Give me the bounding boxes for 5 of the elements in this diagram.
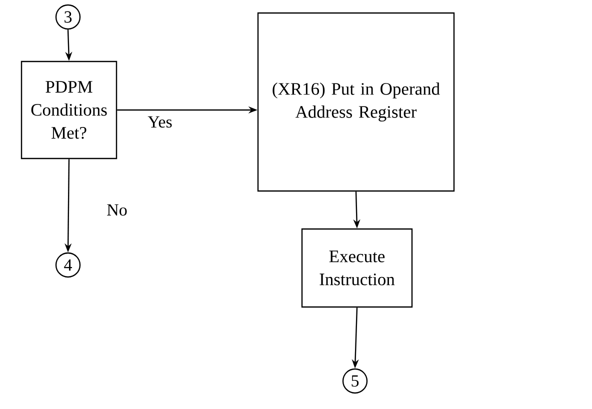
edge-label: Yes <box>146 115 174 129</box>
process-box: PDPM Conditions Met? <box>20 60 118 160</box>
process-box: Execute Instruction <box>301 228 413 308</box>
edge-label: No <box>106 203 128 217</box>
process-box: (XR16) Put in Operand Address Register <box>257 12 455 192</box>
